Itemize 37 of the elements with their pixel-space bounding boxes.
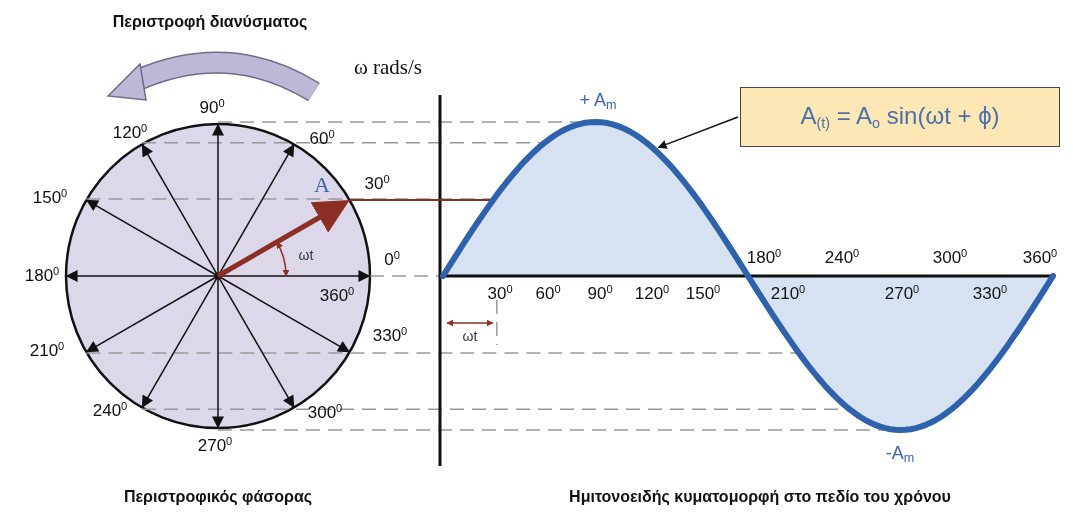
formula-box (740, 87, 1060, 147)
amplitude-label: -A$_{m}$ (885, 444, 915, 466)
degree-label: 240$^{0}$ (824, 246, 860, 268)
degree-label: 210$^{0}$ (770, 282, 806, 304)
degree-label: 90$^{0}$ (587, 282, 613, 304)
degree-label: 0$^{0}$ (384, 248, 400, 270)
panel-heading: Περιστροφή διανύσματος (112, 13, 308, 31)
degree-label: 180$^{0}$ (24, 264, 60, 286)
figure-caption: Ημιτονοειδής κυματομορφή στο πεδίο του χρόνου (569, 488, 951, 506)
degree-label: 150$^{0}$ (32, 186, 68, 208)
degree-label: 30$^{0}$ (364, 172, 390, 194)
degree-label: 120$^{0}$ (112, 121, 148, 143)
figure-caption: Περιστροφικός φάσορας (123, 488, 313, 506)
degree-label: 270$^{0}$ (197, 434, 233, 456)
formula: A$_{(t)}$ = A$_{o}$ sin(ωt + ϕ) (800, 102, 1000, 132)
degree-label: 120$^{0}$ (634, 282, 670, 304)
degree-label: 300$^{0}$ (307, 401, 343, 423)
degree-label: 360$^{0}$ (1022, 246, 1058, 268)
degree-label: 180$^{0}$ (746, 246, 782, 268)
degree-label: 360$^{0}$ (319, 284, 355, 306)
degree-label: 90$^{0}$ (199, 96, 225, 118)
amplitude-label: + A$_{m}$ (579, 91, 617, 113)
angle-label: ωt (298, 248, 314, 264)
phasor-label: A (314, 172, 330, 198)
degree-label: 150$^{0}$ (685, 282, 721, 304)
degree-label: 300$^{0}$ (932, 246, 968, 268)
degree-label: 330$^{0}$ (372, 324, 408, 346)
degree-label: 270$^{0}$ (884, 282, 920, 304)
degree-label: 240$^{0}$ (92, 399, 128, 421)
arrow (657, 116, 739, 149)
degree-label: 330$^{0}$ (972, 282, 1008, 304)
degree-label: 30$^{0}$ (487, 282, 513, 304)
degree-label: 60$^{0}$ (535, 282, 561, 304)
degree-label: 210$^{0}$ (29, 339, 65, 361)
degree-label: 60$^{0}$ (309, 127, 335, 149)
angle-label: ωt (462, 329, 478, 345)
angular-speed-label: ω rads/s (353, 56, 423, 80)
